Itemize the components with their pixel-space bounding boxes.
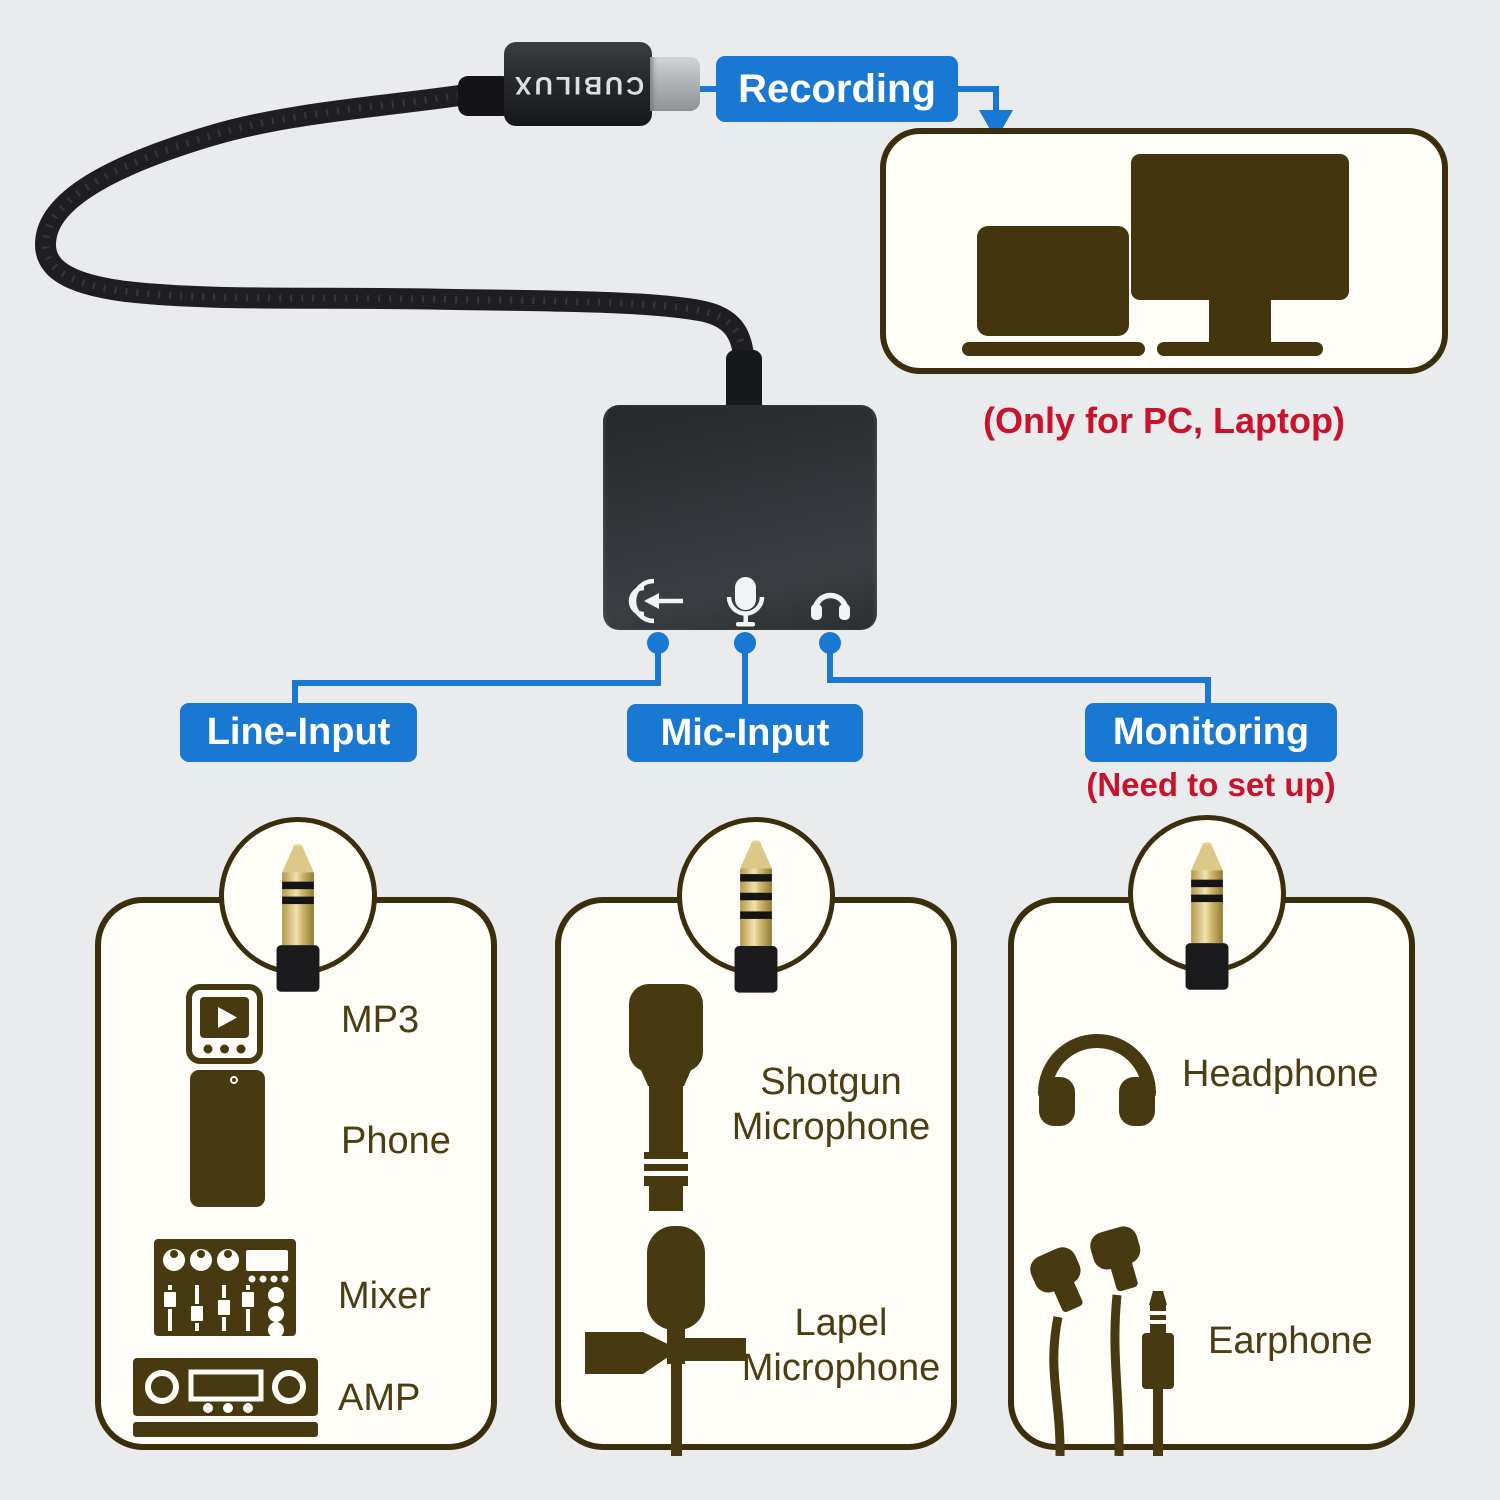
mp3-player-icon xyxy=(186,984,263,1064)
lapel-mic-icon xyxy=(585,1226,746,1456)
arrow-down-icon xyxy=(979,110,1013,140)
device-label: Mixer xyxy=(338,1275,431,1317)
trs-jack-badge xyxy=(1128,815,1286,990)
device-label: Earphone xyxy=(1208,1320,1373,1362)
pc-caption: (Only for PC, Laptop) xyxy=(983,400,1345,441)
device-label: Headphone xyxy=(1182,1053,1379,1095)
microphone-icon xyxy=(726,577,765,627)
device-label: MP3 xyxy=(341,999,420,1041)
pc-laptop-box xyxy=(880,128,1448,374)
mic-input-label: Mic-Input xyxy=(627,704,863,762)
device-label: Lapel Microphone xyxy=(741,1302,941,1389)
headphone-icon xyxy=(811,592,850,620)
device-label: Phone xyxy=(341,1120,451,1162)
line-input-label: Line-Input xyxy=(180,703,417,762)
laptop-monitor-icons xyxy=(962,154,1349,356)
strain-relief xyxy=(726,350,762,410)
monitoring-note: (Need to set up) xyxy=(1086,766,1336,803)
device-label: Shotgun Microphone xyxy=(731,1061,931,1148)
port-dot xyxy=(647,632,669,654)
device-label: AMP xyxy=(338,1377,421,1419)
trs-jack-badge xyxy=(219,817,377,992)
laptop-icon xyxy=(962,226,1145,356)
port-dot xyxy=(819,632,841,654)
shotgun-mic-icon xyxy=(629,984,703,1211)
mixer-icon xyxy=(154,1239,296,1336)
cable-collar xyxy=(458,76,512,116)
trs-jack-icon xyxy=(276,844,320,992)
trrs-jack-badge xyxy=(677,817,835,993)
trs-jack-icon xyxy=(1185,842,1229,990)
monitor-icon xyxy=(1131,154,1349,356)
brand-text: CUBILUX xyxy=(511,70,645,99)
audio-adapter xyxy=(603,405,877,630)
line-in-icon xyxy=(644,593,659,609)
port-dot xyxy=(734,632,756,654)
smartphone-icon xyxy=(190,1070,265,1207)
trrs-jack-icon xyxy=(734,840,778,993)
usb-c-metal-tip xyxy=(650,57,700,111)
line-input-devices-box: MP3 Phone Mixer xyxy=(95,897,497,1450)
headphones-icon xyxy=(1038,1034,1156,1126)
line-in-icon xyxy=(628,578,683,624)
recording-label: Recording xyxy=(716,56,958,122)
usb-c-plug-icon: CUBILUX xyxy=(504,42,652,126)
amplifier-icon xyxy=(133,1358,318,1437)
monitoring-label: Monitoring xyxy=(1085,703,1337,762)
earbuds-icon xyxy=(1030,1226,1174,1456)
